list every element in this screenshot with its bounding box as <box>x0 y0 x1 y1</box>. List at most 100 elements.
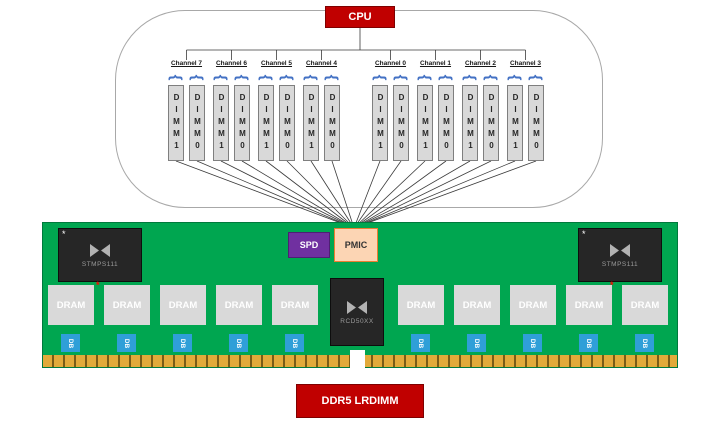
footnote-asterisk-right-chip: * <box>582 229 586 239</box>
vendor-logo-icon <box>90 243 110 257</box>
db-chip: DB <box>61 334 80 352</box>
brace-icon: { <box>167 74 185 81</box>
brace-icon: { <box>302 74 320 81</box>
dram-chip: DRAM <box>216 285 262 325</box>
dram-label: DRAM <box>56 299 86 311</box>
brace-icon: { <box>212 74 230 81</box>
cpu-label: CPU <box>348 11 372 23</box>
dram-chip: DRAM <box>566 285 612 325</box>
channel-label: Channel 5 <box>260 60 293 67</box>
brace-icon: { <box>233 74 251 81</box>
rcd-label: RCD50XX <box>340 317 374 325</box>
dram-chip: DRAM <box>272 285 318 325</box>
channel-label: Channel 1 <box>419 60 452 67</box>
db-chip: DB <box>285 334 304 352</box>
dimm-label: DIMM0 <box>238 93 247 153</box>
dimm-label: DIMM0 <box>532 93 541 153</box>
dimm-label: DIMM1 <box>376 93 385 153</box>
brace-icon: { <box>257 74 275 81</box>
dram-label: DRAM <box>630 299 660 311</box>
dram-label: DRAM <box>224 299 254 311</box>
power-chip-left: * STMPS111 <box>58 228 142 282</box>
dimm-slot: DIMM1 <box>372 85 388 161</box>
db-label: DB <box>584 338 592 348</box>
brace-icon: { <box>482 74 500 81</box>
brace-icon: { <box>392 74 410 81</box>
dimm-slot: DIMM1 <box>507 85 523 161</box>
dimm-label: DIMM1 <box>511 93 520 153</box>
dram-chip: DRAM <box>48 285 94 325</box>
dimm-slot: DIMM0 <box>393 85 409 161</box>
dimm-label: DIMM1 <box>172 93 181 153</box>
dram-label: DRAM <box>462 299 492 311</box>
channel-label: Channel 2 <box>464 60 497 67</box>
footnote-asterisk-left-dram: * <box>96 280 100 290</box>
dram-chip: DRAM <box>104 285 150 325</box>
db-chip: DB <box>635 334 654 352</box>
dimm-slot: DIMM0 <box>324 85 340 161</box>
footnote-asterisk-right-dram: * <box>610 280 614 290</box>
db-label: DB <box>66 338 74 348</box>
connector-notch <box>350 350 365 368</box>
db-label: DB <box>290 338 298 348</box>
db-chip: DB <box>117 334 136 352</box>
brace-icon: { <box>461 74 479 81</box>
channel-label: Channel 7 <box>170 60 203 67</box>
dram-label: DRAM <box>574 299 604 311</box>
dimm-label: DIMM1 <box>262 93 271 153</box>
channel-label: Channel 4 <box>305 60 338 67</box>
dimm-label: DIMM1 <box>217 93 226 153</box>
dimm-label: DIMM0 <box>487 93 496 153</box>
db-chip: DB <box>579 334 598 352</box>
dram-label: DRAM <box>406 299 436 311</box>
brace-icon: { <box>278 74 296 81</box>
pmic-chip: PMIC <box>334 228 378 262</box>
dram-chip: DRAM <box>454 285 500 325</box>
dimm-label: DIMM1 <box>307 93 316 153</box>
dimm-label: DIMM1 <box>466 93 475 153</box>
dimm-slot: DIMM1 <box>303 85 319 161</box>
db-label: DB <box>122 338 130 348</box>
dimm-slot: DIMM1 <box>462 85 478 161</box>
channel-label: Channel 0 <box>374 60 407 67</box>
dimm-slot: DIMM0 <box>189 85 205 161</box>
dimm-slot: DIMM0 <box>528 85 544 161</box>
dimm-slot: DIMM1 <box>168 85 184 161</box>
spd-chip: SPD <box>288 232 330 258</box>
vendor-logo-icon <box>610 243 630 257</box>
module-caption: DDR5 LRDIMM <box>296 384 424 418</box>
dram-chip: DRAM <box>622 285 668 325</box>
db-label: DB <box>472 338 480 348</box>
dimm-slot: DIMM0 <box>483 85 499 161</box>
dimm-slot: DIMM1 <box>213 85 229 161</box>
channel-label: Channel 3 <box>509 60 542 67</box>
brace-icon: { <box>371 74 389 81</box>
db-label: DB <box>528 338 536 348</box>
channel-label: Channel 6 <box>215 60 248 67</box>
brace-icon: { <box>416 74 434 81</box>
dimm-slot: DIMM0 <box>279 85 295 161</box>
dimm-slot: DIMM0 <box>438 85 454 161</box>
spd-label: SPD <box>299 240 319 250</box>
dimm-label: DIMM0 <box>442 93 451 153</box>
db-chip: DB <box>173 334 192 352</box>
dimm-slot: DIMM1 <box>258 85 274 161</box>
db-label: DB <box>178 338 186 348</box>
rcd-chip: RCD50XX <box>330 278 384 346</box>
dimm-label: DIMM1 <box>421 93 430 153</box>
brace-icon: { <box>527 74 545 81</box>
dimm-label: DIMM0 <box>328 93 337 153</box>
power-chip-left-label: STMPS111 <box>81 260 119 268</box>
dimm-label: DIMM0 <box>283 93 292 153</box>
brace-icon: { <box>323 74 341 81</box>
brace-icon: { <box>506 74 524 81</box>
db-label: DB <box>234 338 242 348</box>
dimm-slot: DIMM1 <box>417 85 433 161</box>
db-label: DB <box>416 338 424 348</box>
footnote-asterisk-left-chip: * <box>62 229 66 239</box>
db-label: DB <box>640 338 648 348</box>
module-caption-label: DDR5 LRDIMM <box>321 395 399 407</box>
vendor-logo-icon <box>347 300 367 314</box>
power-chip-right: * STMPS111 <box>578 228 662 282</box>
